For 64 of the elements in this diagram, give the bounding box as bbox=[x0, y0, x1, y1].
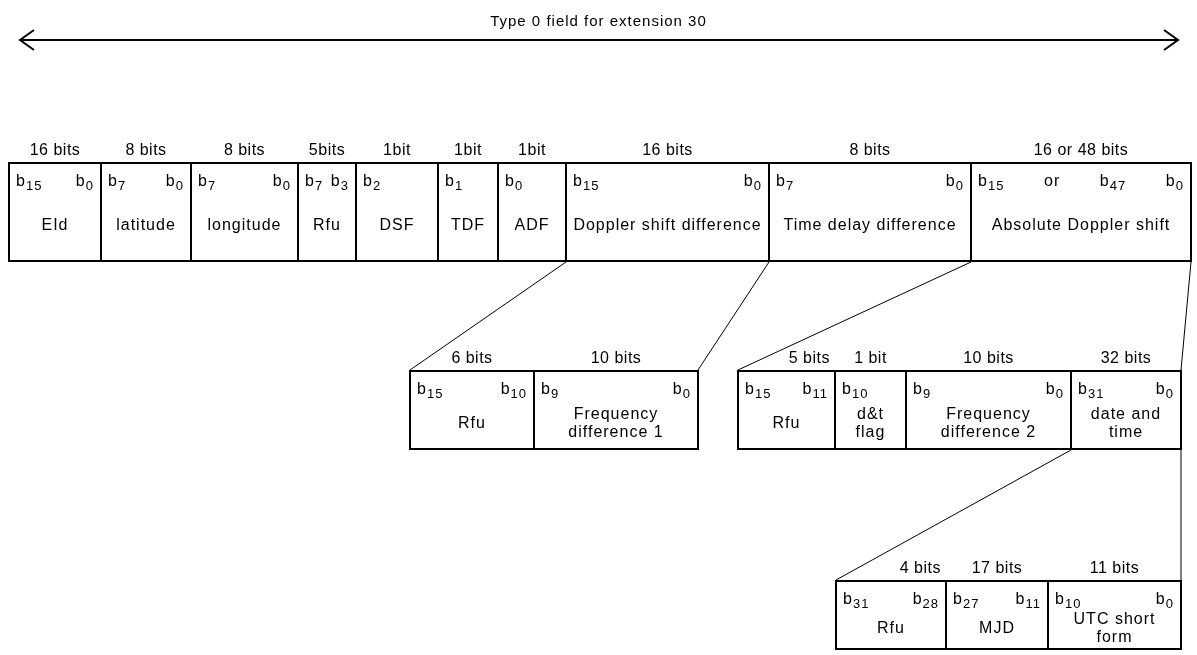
zoom-line bbox=[737, 261, 972, 371]
bit-range-label: b$_{10}$ b$_{0}$ bbox=[1055, 589, 1174, 610]
bit-range-label: b$_{15}$ b$_{10}$ bbox=[417, 379, 527, 400]
bit-count-label: 1bit bbox=[383, 140, 411, 160]
bit-count-label: 1bit bbox=[454, 140, 482, 160]
zoom-line bbox=[1180, 449, 1182, 581]
bit-count-label: 16 bits bbox=[29, 140, 81, 160]
bit-range-label: b$_{7}$ b$_{3}$ bbox=[305, 171, 349, 192]
field-name: MJD bbox=[979, 619, 1015, 637]
bit-count-label: 10 bits bbox=[590, 348, 642, 368]
bit-count-label: 1bit bbox=[518, 140, 546, 160]
field-name: date and time bbox=[1089, 405, 1163, 441]
bit-range-label: b$_{15}$ b$_{0}$ bbox=[16, 171, 94, 192]
bit-count-label: 16 bits bbox=[642, 140, 693, 160]
bit-range-label: b$_{10}$ bbox=[842, 379, 870, 400]
field-name: DSF bbox=[379, 216, 415, 234]
field-name: d&t flag bbox=[854, 405, 887, 441]
bit-range-label: b$_{9}$ b$_{0}$ bbox=[913, 379, 1064, 400]
field-name: Absolute Doppler shift bbox=[991, 216, 1171, 234]
field-name: Doppler shift difference bbox=[573, 216, 762, 234]
bit-count-label: 1 bit bbox=[854, 348, 887, 368]
field-name: Rfu bbox=[772, 414, 801, 432]
field-name: Frequency difference 2 bbox=[939, 405, 1038, 441]
field-name: Rfu bbox=[458, 414, 486, 432]
bit-range-label: b$_{31}$ b$_{28}$ bbox=[843, 589, 939, 610]
bit-count-label: 17 bits bbox=[971, 558, 1023, 578]
bit-count-label: 16 or 48 bits bbox=[1033, 140, 1129, 160]
bit-range-label: b$_{7}$ b$_{0}$ bbox=[108, 171, 184, 192]
bit-count-label: 8 bits bbox=[849, 140, 891, 160]
title: Type 0 field for extension 30 bbox=[490, 12, 707, 29]
field-name: EId bbox=[41, 216, 69, 234]
field-name: ADF bbox=[514, 216, 550, 234]
bit-count-label: 8 bits bbox=[125, 140, 167, 160]
field-name: Frequency difference 1 bbox=[567, 405, 665, 441]
bit-range-label: b$_{27}$ b$_{11}$ bbox=[953, 589, 1041, 610]
bit-count-label: 5bits bbox=[308, 140, 346, 160]
bit-count-label: 4 bits bbox=[899, 558, 941, 578]
bit-range-label: b$_{31}$ b$_{0}$ bbox=[1078, 379, 1174, 400]
bit-range-label: b$_{2}$ bbox=[363, 171, 383, 192]
bit-range-label: b$_{9}$ b$_{0}$ bbox=[541, 379, 691, 400]
field-name: TDF bbox=[450, 216, 486, 234]
bit-count-label: 11 bits bbox=[1089, 558, 1140, 578]
bit-range-label: b$_{15}$ b$_{0}$ bbox=[573, 171, 762, 192]
bit-range-label: b$_{1}$ bbox=[445, 171, 465, 192]
field-name: latitude bbox=[116, 216, 176, 234]
field-name: UTC short form bbox=[1072, 610, 1157, 646]
field-name: Time delay difference bbox=[783, 216, 957, 234]
field-name: Rfu bbox=[877, 619, 905, 637]
bit-range-label: b$_{15}$ or b$_{47}$ b$_{0}$ bbox=[978, 171, 1184, 192]
bit-range-label: b$_{7}$ b$_{0}$ bbox=[198, 171, 291, 192]
bit-range-label: b$_{15}$ b$_{11}$ bbox=[745, 379, 828, 400]
bit-range-label: b$_{7}$ b$_{0}$ bbox=[776, 171, 964, 192]
bit-count-label: 10 bits bbox=[963, 348, 1014, 368]
field-name: Rfu bbox=[313, 216, 341, 234]
zoom-line bbox=[835, 449, 1072, 581]
zoom-line bbox=[409, 261, 567, 371]
zoom-line bbox=[697, 261, 770, 371]
bit-range-label: b$_{0}$ bbox=[505, 171, 525, 192]
bit-count-label: 6 bits bbox=[451, 348, 493, 368]
field-name: longitude bbox=[207, 216, 282, 234]
bit-count-label: 5 bits bbox=[788, 348, 830, 368]
zoom-line bbox=[1180, 261, 1192, 371]
bit-count-label: 8 bits bbox=[223, 140, 266, 160]
bit-count-label: 32 bits bbox=[1100, 348, 1152, 368]
